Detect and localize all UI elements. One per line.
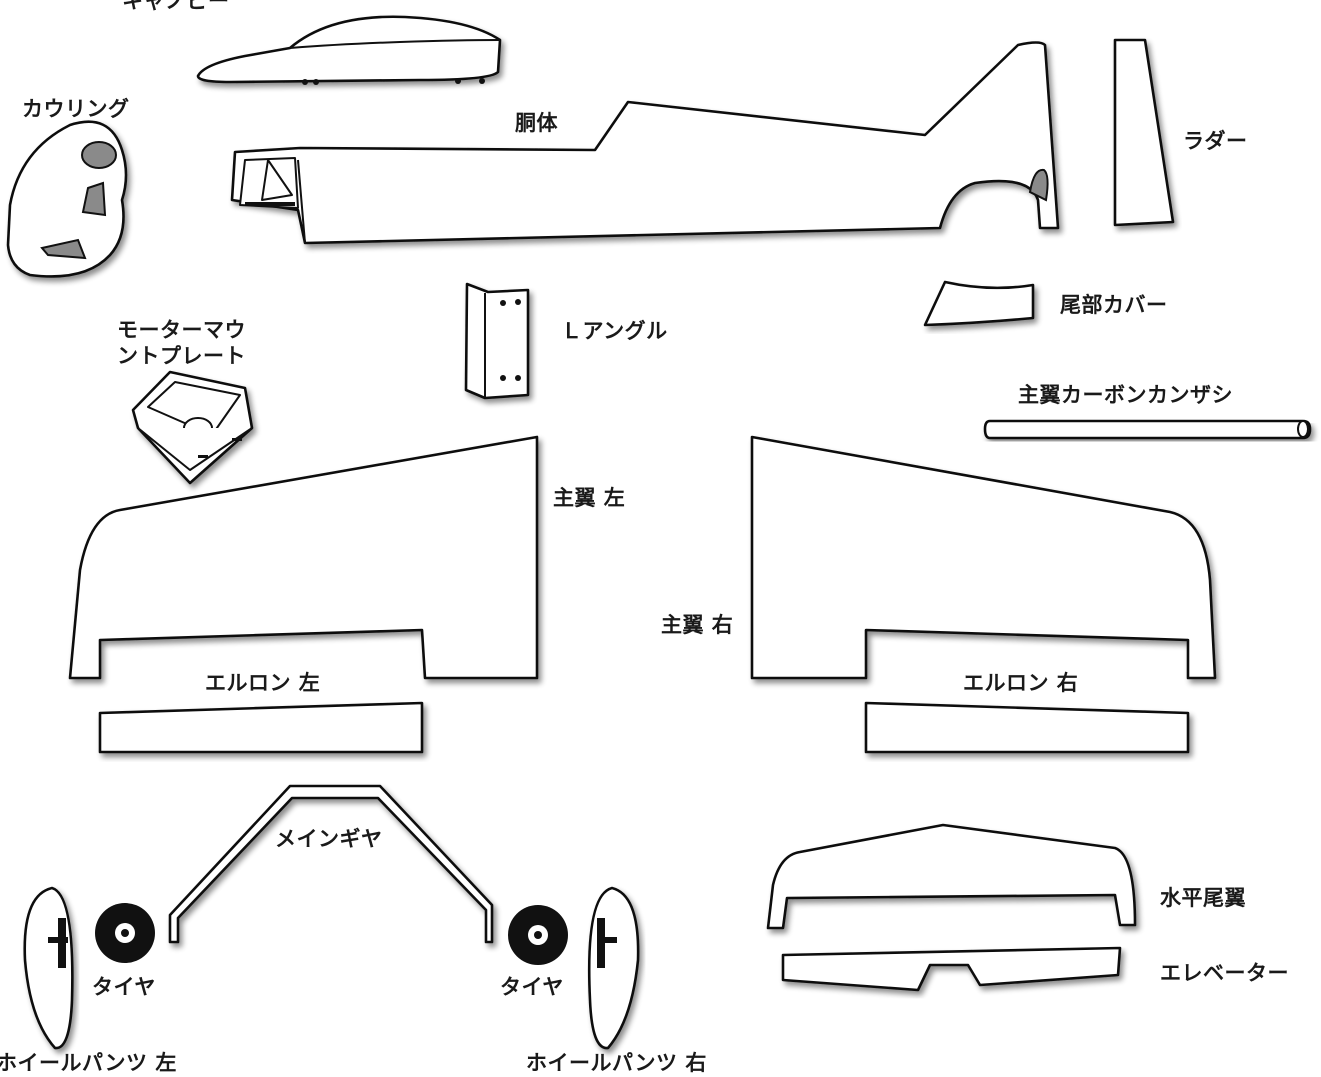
wing-left-part [68, 435, 539, 680]
main-gear-part [168, 784, 494, 944]
wing-right-part [750, 435, 1217, 680]
label-wheel-pant-left: ホイールパンツ 左 [0, 1051, 177, 1075]
label-motor-mount-line2: ントプレート [117, 344, 246, 368]
fuselage-part [230, 41, 1060, 245]
wheel-pant-right-part [587, 886, 640, 1050]
rudder-part [1113, 38, 1175, 227]
label-wing-left: 主翼 左 [553, 486, 626, 510]
wing-spar-part [983, 419, 1312, 440]
wheel-pant-left-part [23, 886, 74, 1050]
motor-mount-plate-part [131, 370, 254, 485]
label-wing-right: 主翼 右 [661, 613, 734, 637]
l-angle-part [464, 282, 530, 400]
label-fuselage: 胴体 [515, 111, 558, 135]
horizontal-stab-part [766, 823, 1137, 930]
tail-cover-part [923, 280, 1035, 327]
label-rudder: ラダー [1183, 129, 1248, 153]
cowling-part [6, 120, 128, 278]
label-horizontal-stab: 水平尾翼 [1160, 886, 1246, 910]
label-aileron-left: エルロン 左 [205, 671, 321, 695]
label-cowling: カウリング [22, 97, 130, 121]
label-elevator: エレベーター [1160, 961, 1289, 985]
label-main-gear: メインギヤ [275, 827, 383, 851]
canopy-part [196, 15, 502, 85]
label-tail-cover: 尾部カバー [1060, 293, 1168, 317]
tire-left-part [95, 903, 155, 963]
label-l-angle: Ｌアングル [561, 319, 668, 343]
label-motor-mount-line1: モーターマウ [117, 318, 246, 342]
elevator-part [781, 946, 1122, 992]
label-aileron-right: エルロン 右 [963, 671, 1079, 695]
label-canopy: キャノピー [122, 0, 230, 13]
label-wing-spar: 主翼カーボンカンザシ [1018, 383, 1233, 407]
label-wheel-pant-right: ホイールパンツ 右 [526, 1051, 707, 1075]
aileron-left-part [98, 701, 424, 754]
tire-right-part [508, 905, 568, 965]
aileron-right-part [864, 701, 1190, 754]
label-tire-right: タイヤ [500, 975, 564, 999]
label-tire-left: タイヤ [92, 975, 156, 999]
